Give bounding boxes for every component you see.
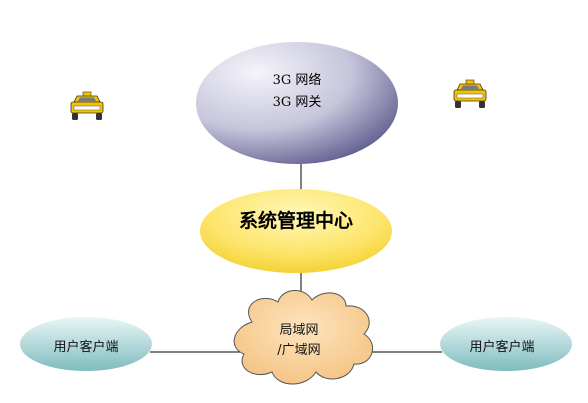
client-right-label: 用户客户端 (469, 340, 535, 355)
network-label-line1: 3G 网络 (272, 73, 322, 88)
network-label-line2: 3G 网关 (272, 95, 322, 110)
lan-wan-label: 局域网 /广域网 (262, 321, 336, 361)
lan-label-line2: /广域网 (277, 343, 321, 358)
client-right-node (440, 317, 572, 371)
management-center-node (200, 189, 392, 273)
network-label: 3G 网络 3G 网关 (247, 70, 347, 114)
taxi-icon (453, 79, 487, 108)
client-left-label: 用户客户端 (53, 340, 119, 355)
lan-wan-cloud (233, 290, 374, 385)
management-center-label: 系统管理中心 (238, 210, 353, 232)
taxi-icon (70, 91, 104, 120)
network-gateway-node (196, 42, 398, 164)
client-left-node (20, 317, 152, 371)
lan-label-line1: 局域网 (279, 323, 319, 338)
